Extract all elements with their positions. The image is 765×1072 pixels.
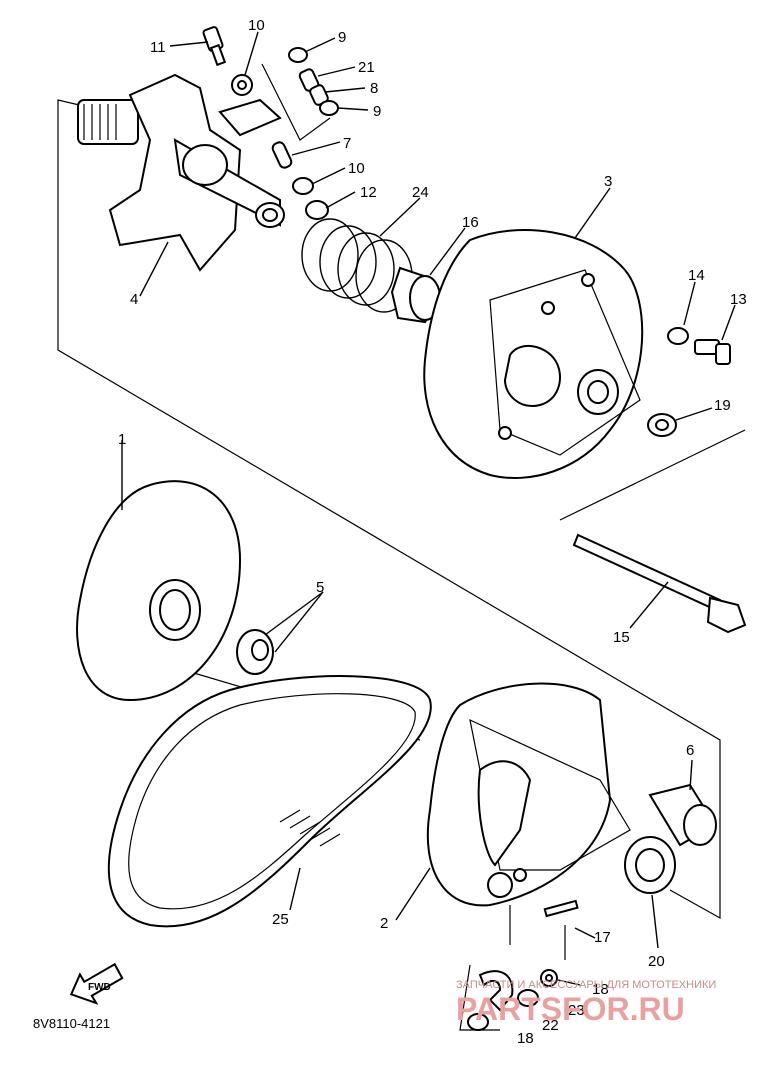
callout-7: 7	[343, 135, 351, 152]
callout-20: 20	[648, 953, 665, 970]
callout-18-right: 18	[592, 981, 609, 998]
callout-labels: 10 11 9 21 8 9 7 10 12 24 16 3 14 13 19 …	[118, 17, 747, 1047]
callout-21: 21	[358, 59, 375, 76]
callout-3: 3	[604, 173, 612, 190]
callout-25: 25	[272, 911, 289, 928]
drawing-code: 8V8110-4121	[33, 1016, 110, 1031]
part-16-bushing	[390, 266, 442, 324]
callout-16: 16	[462, 214, 479, 231]
callout-17: 17	[594, 929, 611, 946]
callout-1: 1	[118, 431, 126, 448]
callout-5: 5	[316, 579, 324, 596]
callout-14: 14	[688, 267, 705, 284]
part-2-sheave-arm	[426, 682, 631, 907]
callout-15: 15	[613, 629, 630, 646]
part-15-long-bolt	[572, 533, 747, 634]
callout-9-bottom: 9	[373, 103, 381, 120]
callout-8: 8	[370, 80, 378, 97]
callout-23: 23	[568, 1002, 585, 1019]
callout-19: 19	[714, 397, 731, 414]
parts-17-18-22-23-hardware	[459, 899, 579, 1031]
callout-11: 11	[150, 39, 166, 56]
part-1-sheave-disc	[76, 480, 242, 702]
callout-10-bottom: 10	[348, 160, 365, 177]
callout-9-top: 9	[338, 29, 346, 46]
forward-label: FWD	[88, 982, 111, 993]
part-24-spring	[301, 218, 413, 313]
watermark-tagline: ЗАПЧАСТИ И АКСЕССУАРЫ ДЛЯ МОТОТЕХНИКИ	[456, 979, 716, 991]
callout-6: 6	[686, 742, 694, 759]
callout-2: 2	[380, 915, 388, 932]
callout-4: 4	[130, 291, 138, 308]
forward-arrow-icon: FWD	[69, 962, 124, 1005]
callout-24: 24	[412, 184, 429, 201]
small-hardware	[202, 26, 339, 220]
parts-6-20-sleeve	[624, 783, 717, 894]
part-25-v-belt	[107, 675, 432, 928]
part-3-sheave-cover	[423, 229, 644, 479]
watermark: ЗАПЧАСТИ И АКСЕССУАРЫ ДЛЯ МОТОТЕХНИКИ PA…	[456, 979, 716, 1027]
part-4-spider	[77, 73, 285, 272]
leader-lines	[121, 31, 736, 986]
callout-22: 22	[542, 1017, 559, 1034]
callout-13: 13	[730, 291, 747, 308]
part-5-collars	[236, 629, 274, 675]
callout-10-top: 10	[248, 17, 265, 34]
watermark-site: PARTSFOR.RU	[456, 991, 685, 1027]
callout-12: 12	[360, 184, 377, 201]
callout-18-bottom: 18	[517, 1030, 534, 1047]
parts-13-14-19-hardware	[647, 327, 731, 437]
